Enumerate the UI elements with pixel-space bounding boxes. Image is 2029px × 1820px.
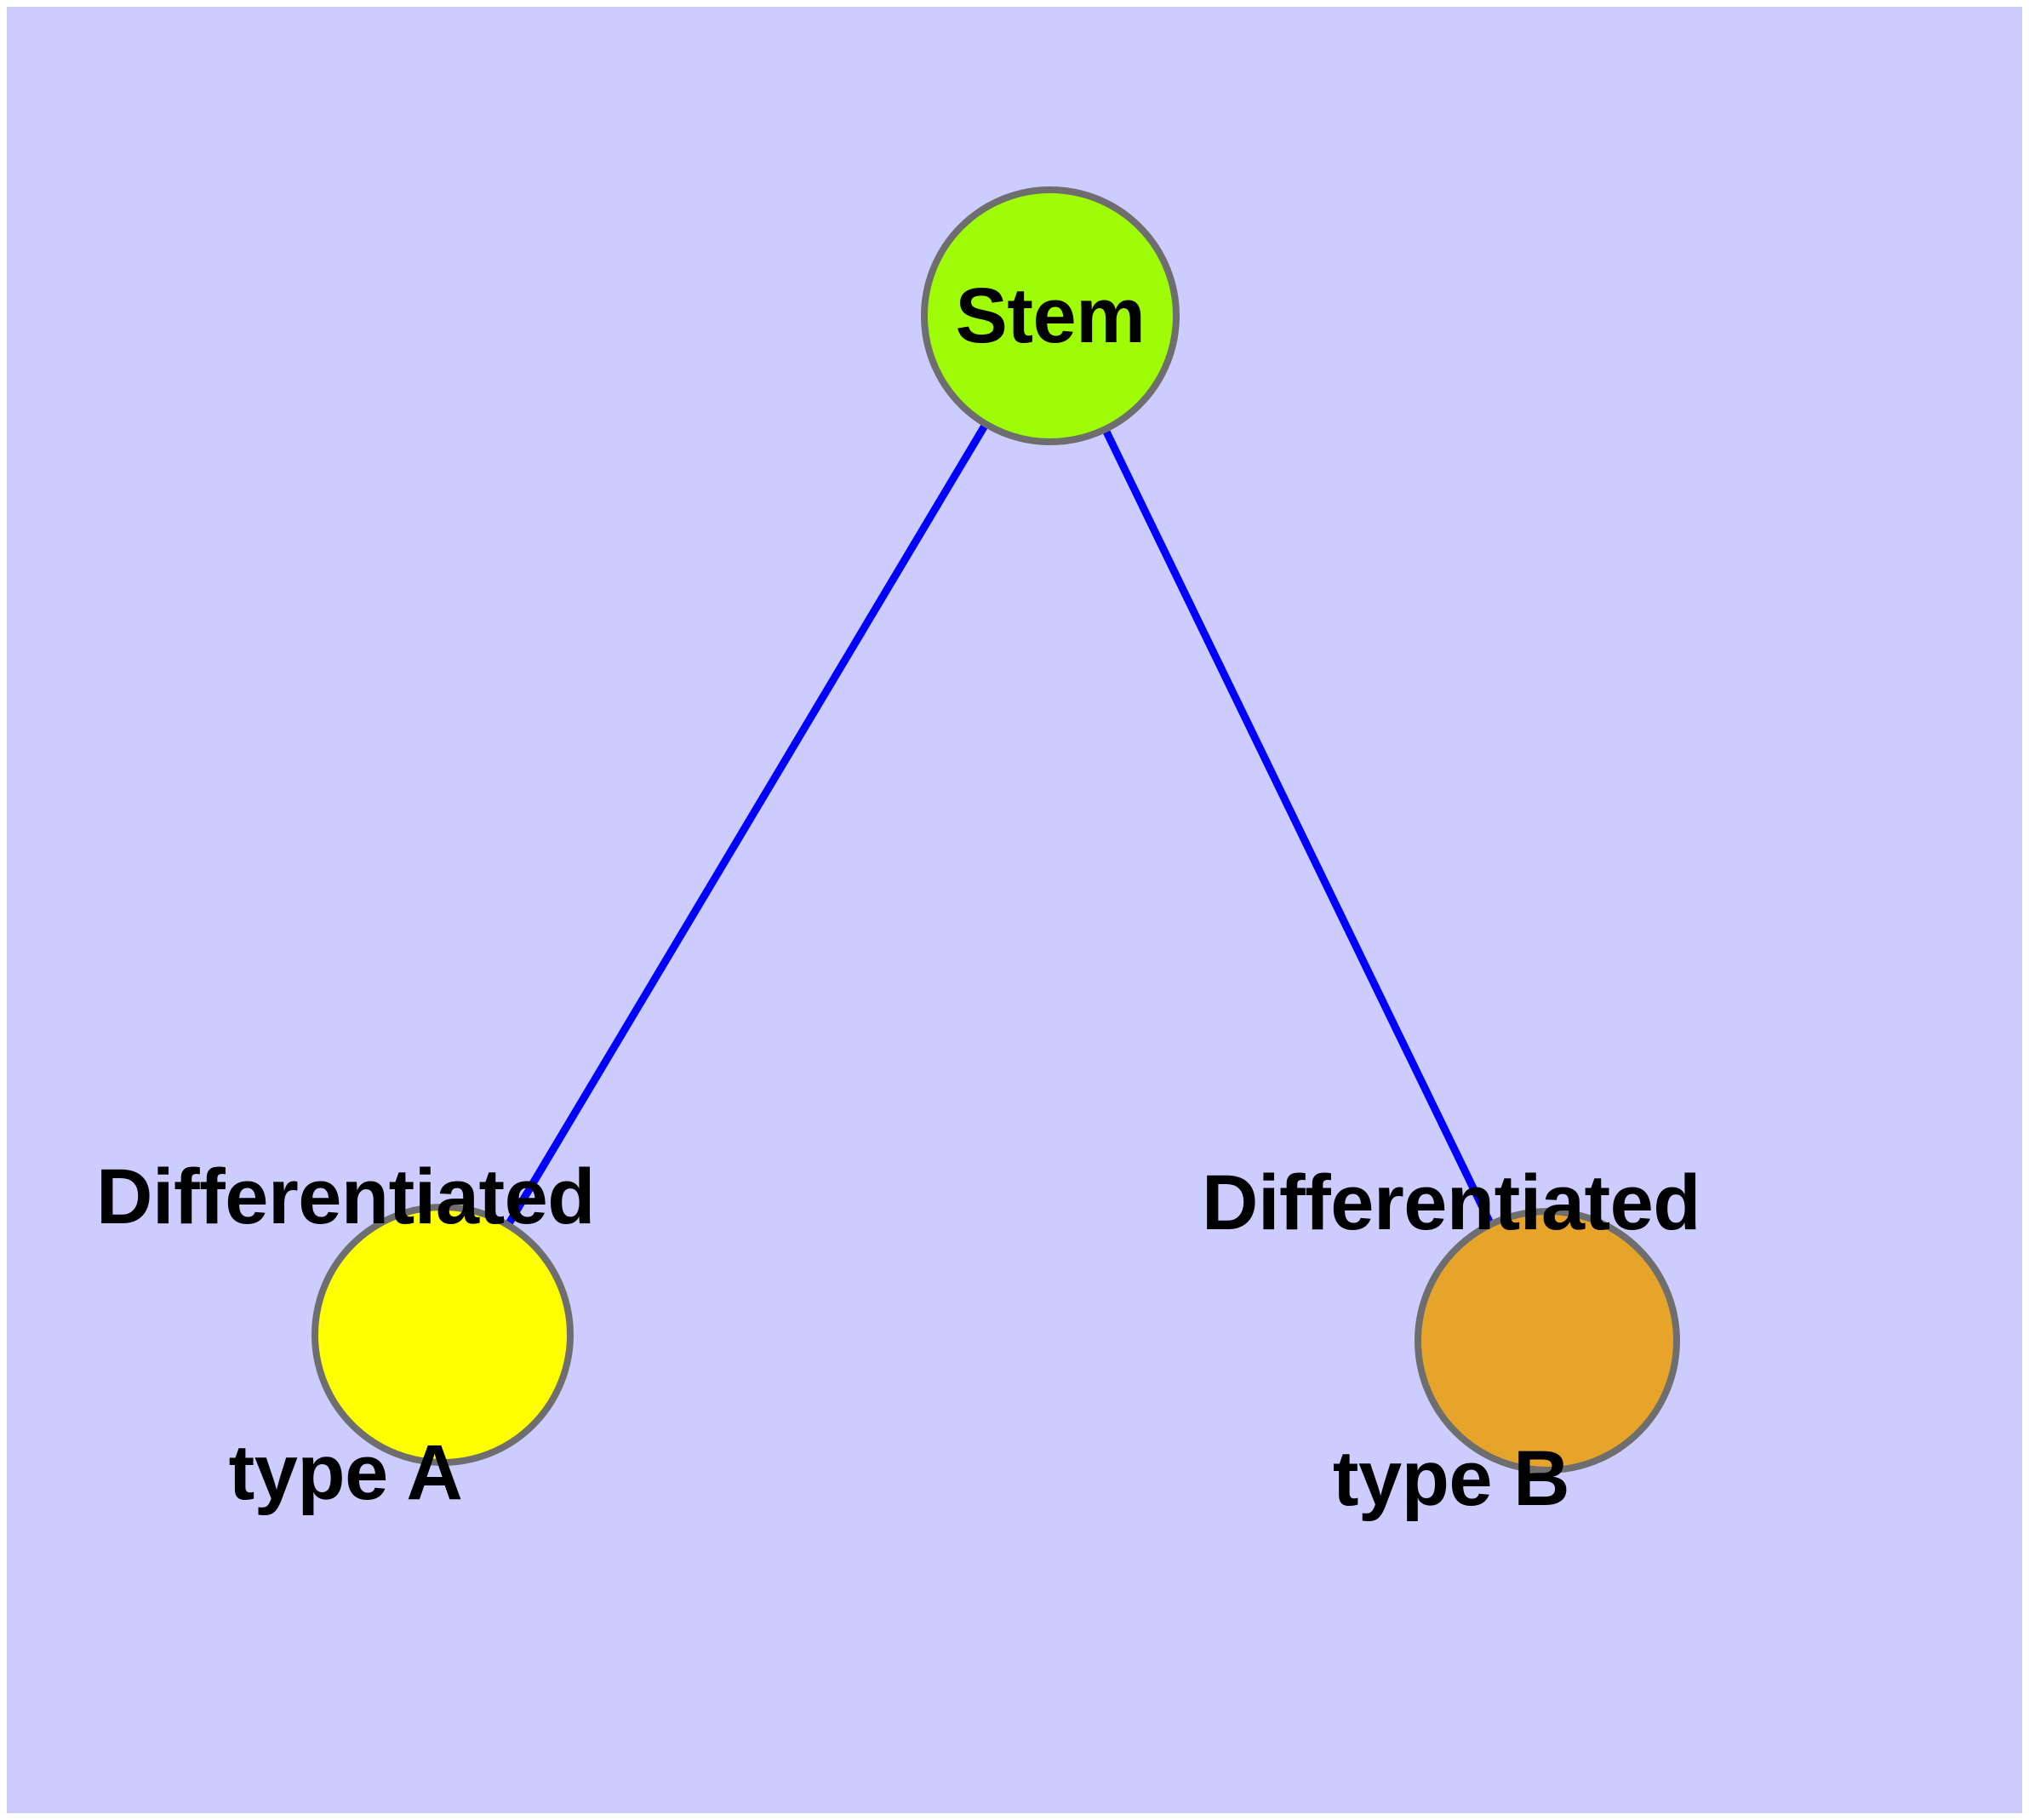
node-layer xyxy=(311,186,1680,1474)
node-stem[interactable] xyxy=(921,186,1180,445)
node-differentiated-type-b[interactable] xyxy=(1415,1208,1680,1474)
edge-layer xyxy=(439,313,1552,1342)
edge-stem-to-type-a[interactable] xyxy=(439,313,1054,1337)
node-differentiated-type-a[interactable] xyxy=(311,1204,574,1466)
edge-stem-to-type-b[interactable] xyxy=(1046,314,1552,1342)
